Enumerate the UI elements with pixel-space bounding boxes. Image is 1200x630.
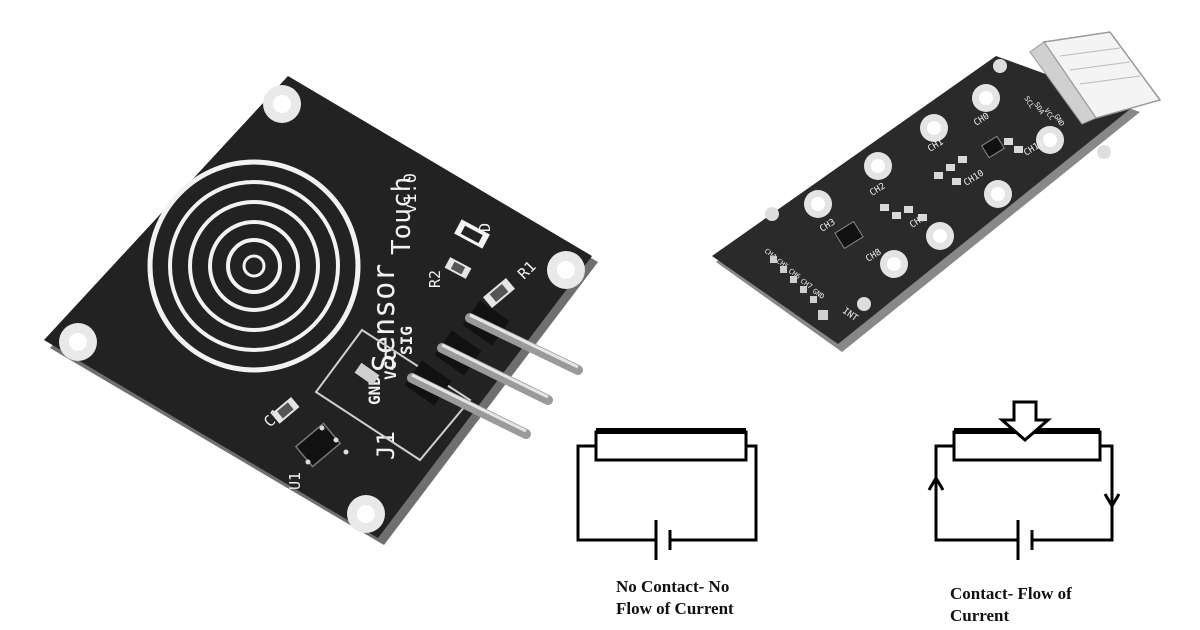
caption-line: No Contact- No — [616, 577, 730, 596]
side-pin-pad — [780, 266, 787, 273]
led-component — [454, 219, 490, 249]
header-pin-gnd — [404, 360, 531, 439]
header-pin-sig — [462, 300, 583, 375]
wire-left — [576, 444, 656, 542]
touch-sensor-board — [44, 76, 592, 538]
resistor-r1 — [483, 277, 515, 309]
via-pad — [354, 362, 380, 386]
ic-chip — [834, 220, 864, 250]
touch-pad — [147, 159, 361, 373]
current-arrow-up-icon — [927, 475, 945, 491]
ic-chip — [980, 135, 1006, 159]
side-pin-pad — [800, 286, 807, 293]
mounting-hole — [347, 495, 385, 533]
current-arrow-down-icon — [1103, 493, 1121, 509]
grove-connector — [1029, 31, 1162, 125]
label-u1: U1 — [286, 472, 304, 490]
pin-label-vcc: VCC — [381, 351, 400, 380]
circuit-contact — [927, 400, 1121, 560]
board-title-sensor: Sensor — [367, 264, 402, 372]
sensor-element — [594, 430, 748, 462]
board-version: v1.0 — [401, 173, 421, 214]
caption-contact: Contact- Flow of Current — [950, 583, 1072, 627]
resistor-r2 — [444, 257, 472, 279]
header-pin-vcc — [434, 330, 553, 405]
side-pin-pad — [810, 296, 817, 303]
int-pad — [818, 310, 828, 320]
mounting-hole — [547, 251, 585, 289]
caption-line: Flow of Current — [616, 599, 734, 618]
pin-label-sig: SIG — [397, 326, 416, 355]
capacitive-touch-board: CH0 CH1 CH2 CH3 CH8 CH9 CH10 CH11 CH4 CH… — [712, 31, 1162, 352]
mounting-hole — [59, 323, 97, 361]
label-d: D — [476, 223, 494, 232]
mounting-hole — [1097, 145, 1111, 159]
circuit-no-contact — [576, 428, 758, 560]
capacitor-c1 — [271, 397, 300, 424]
touch-sensor-module: Touch Sensor v1.0 D R2 R1 SIG VCC GND J1… — [44, 76, 598, 545]
wire-right — [1032, 444, 1114, 542]
board-title-touch: Touch — [387, 177, 417, 255]
wire-right — [670, 444, 758, 542]
side-pin-pad — [770, 256, 777, 263]
mounting-hole — [765, 207, 779, 221]
mounting-hole — [263, 85, 301, 123]
label-j1: J1 — [372, 431, 400, 460]
mounting-hole — [993, 59, 1007, 73]
label-r2: R2 — [426, 270, 444, 288]
press-arrow-icon — [997, 400, 1053, 442]
caption-line: Contact- Flow of — [950, 584, 1072, 603]
wire-left — [934, 444, 1018, 542]
cap-board-body — [712, 56, 1134, 344]
caption-line: Current — [950, 606, 1010, 625]
pin-label-gnd: GND — [365, 376, 384, 405]
caption-no-contact: No Contact- No Flow of Current — [616, 576, 734, 620]
mounting-hole — [857, 297, 871, 311]
smd-components — [880, 138, 1023, 221]
side-pin-pad — [790, 276, 797, 283]
ic-chip-u1 — [294, 422, 349, 468]
